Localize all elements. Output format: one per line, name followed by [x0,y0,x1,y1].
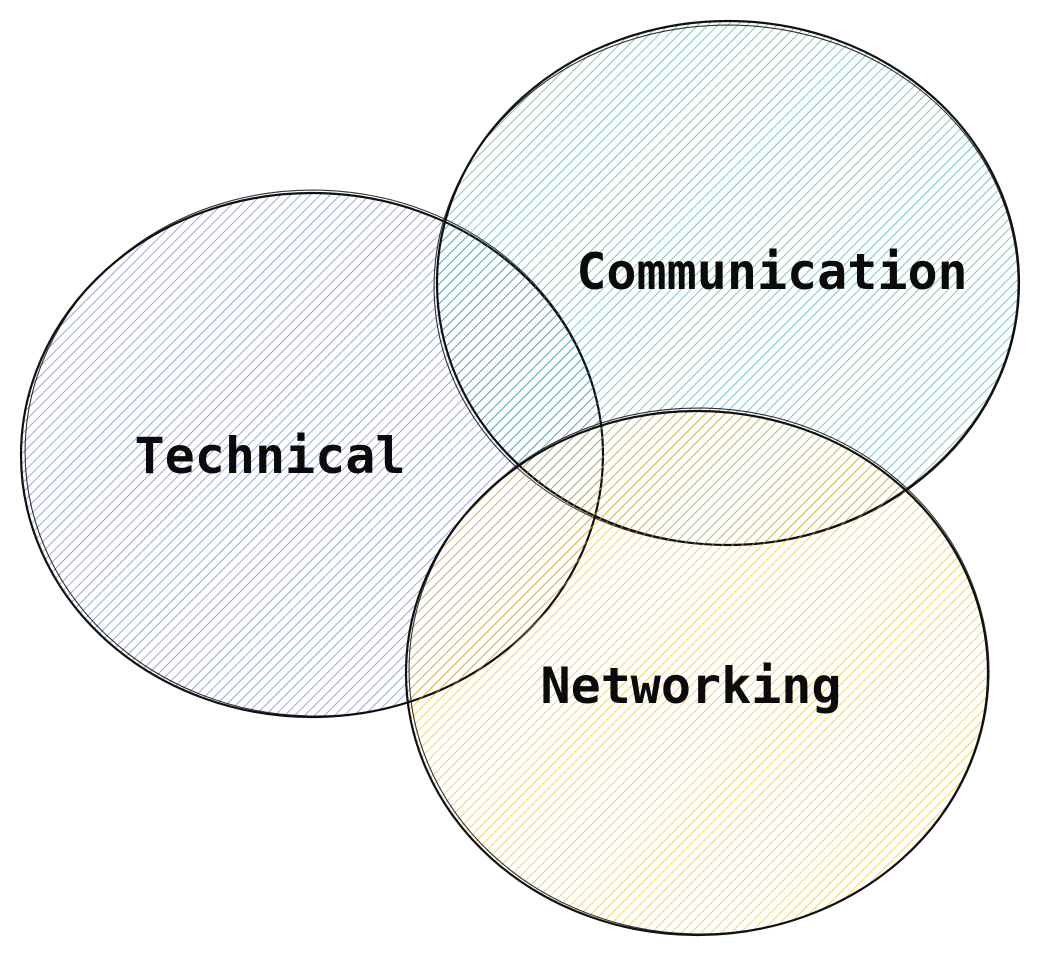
networking-circle [404,407,990,937]
networking-label: Networking [540,657,841,715]
technical-label: Technical [135,427,406,485]
communication-label: Communication [576,243,967,301]
